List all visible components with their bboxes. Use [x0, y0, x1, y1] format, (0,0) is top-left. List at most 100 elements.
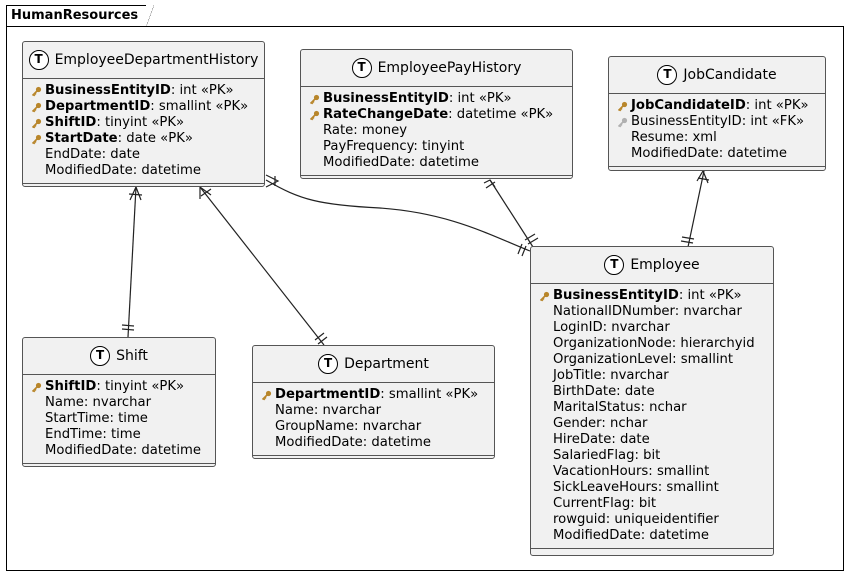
- field-type: : date «PK»: [117, 131, 193, 146]
- field-name: ShiftID: [45, 379, 97, 394]
- table-icon: T: [604, 255, 625, 275]
- field-row: ModifiedDate: datetime: [31, 163, 256, 179]
- onlyone-shift: [121, 324, 135, 331]
- primary-key-icon: [309, 110, 323, 121]
- field-row: SalariedFlag: bit: [539, 448, 765, 464]
- field-type: EndTime: time: [45, 427, 141, 442]
- field-row: JobTitle: nvarchar: [539, 368, 765, 384]
- field-row: ModifiedDate: datetime: [617, 146, 817, 162]
- field-row: ModifiedDate: datetime: [309, 155, 564, 171]
- entity-name: Shift: [116, 348, 148, 364]
- field-type: ModifiedDate: datetime: [45, 163, 201, 178]
- primary-key-icon: [539, 291, 553, 302]
- field-row: StartTime: time: [31, 411, 207, 427]
- field-name: BusinessEntityID: [553, 288, 679, 303]
- field-row: ModifiedDate: datetime: [261, 435, 486, 451]
- entity-name: Employee: [630, 257, 700, 273]
- onlyone-emp-eph: [524, 233, 539, 245]
- field-row: Rate: money: [309, 123, 564, 139]
- package-frame: [6, 26, 844, 571]
- field-row: OrganizationLevel: smallint: [539, 352, 765, 368]
- field-row: MaritalStatus: nchar: [539, 400, 765, 416]
- field-type: PayFrequency: tinyint: [323, 139, 465, 154]
- field-type: : int «PK»: [170, 83, 234, 98]
- field-name: RateChangeDate: [323, 107, 449, 122]
- entity-methods-compartment: [609, 166, 825, 174]
- crowfoot-edh-shift: [128, 185, 143, 201]
- field-row: BusinessEntityID: int «PK»: [31, 83, 256, 99]
- field-type: HireDate: date: [553, 432, 650, 447]
- entity-methods-compartment: [253, 455, 494, 463]
- field-row: BusinessEntityID: int «PK»: [539, 288, 765, 304]
- field-name: DepartmentID: [275, 387, 381, 402]
- field-type: SalariedFlag: bit: [553, 448, 661, 463]
- entity-methods-compartment: [301, 175, 572, 183]
- package-tab: HumanResources: [6, 5, 154, 27]
- table-icon: T: [351, 58, 372, 78]
- field-row: GroupName: nvarchar: [261, 419, 486, 435]
- onlyone-emp-jc: [680, 236, 695, 244]
- primary-key-icon: [31, 86, 45, 97]
- field-type: Name: nvarchar: [45, 395, 152, 410]
- crowfoot-eph-emp: [483, 179, 496, 189]
- entity-fields: BusinessEntityID: int «PK»NationalIDNumb…: [531, 284, 773, 548]
- field-type: : tinyint «PK»: [96, 115, 185, 130]
- entity-name: JobCandidate: [683, 67, 777, 83]
- field-type: : smallint «PK»: [150, 99, 249, 114]
- field-row: BusinessEntityID: int «PK»: [309, 91, 564, 107]
- field-row: ShiftID: tinyint «PK»: [31, 115, 256, 131]
- field-row: ModifiedDate: datetime: [539, 528, 765, 544]
- entity-header: T JobCandidate: [609, 57, 825, 94]
- link-jc-emp: [687, 170, 705, 248]
- primary-key-icon: [31, 118, 45, 129]
- field-type: : datetime «PK»: [448, 107, 554, 122]
- field-row: BirthDate: date: [539, 384, 765, 400]
- field-type: OrganizationLevel: smallint: [553, 352, 734, 367]
- field-type: : int «PK»: [678, 288, 742, 303]
- foreign-key-icon: [617, 117, 631, 128]
- table-icon: T: [28, 50, 49, 70]
- field-row: DepartmentID: smallint «PK»: [261, 387, 486, 403]
- field-type: StartTime: time: [45, 411, 148, 426]
- entity-fields: DepartmentID: smallint «PK»Name: nvarcha…: [253, 383, 494, 455]
- package-name: HumanResources: [11, 8, 139, 23]
- field-type: Resume: xml: [631, 130, 717, 145]
- field-row: Name: nvarchar: [31, 395, 207, 411]
- primary-key-icon: [261, 390, 275, 401]
- field-name: ShiftID: [45, 115, 97, 130]
- field-name: BusinessEntityID: [323, 91, 449, 106]
- field-row: CurrentFlag: bit: [539, 496, 765, 512]
- field-type: LoginID: nvarchar: [553, 320, 670, 335]
- field-row: RateChangeDate: datetime «PK»: [309, 107, 564, 123]
- field-type: MaritalStatus: nchar: [553, 400, 687, 415]
- entity-fields: JobCandidateID: int «PK»BusinessEntityID…: [609, 94, 825, 166]
- table-icon: T: [657, 65, 678, 85]
- field-type: : int «PK»: [745, 98, 809, 113]
- field-type: : int «PK»: [448, 91, 512, 106]
- field-type: Name: nvarchar: [275, 403, 382, 418]
- field-row: EndTime: time: [31, 427, 207, 443]
- field-row: LoginID: nvarchar: [539, 320, 765, 336]
- crowfoot-jc-emp: [696, 169, 710, 184]
- field-row: ModifiedDate: datetime: [31, 443, 207, 459]
- field-type: ModifiedDate: datetime: [553, 528, 709, 543]
- entity-fields: BusinessEntityID: int «PK»DepartmentID: …: [23, 79, 264, 183]
- entity-methods-compartment: [23, 183, 264, 191]
- field-row: Gender: nchar: [539, 416, 765, 432]
- field-row: PayFrequency: tinyint: [309, 139, 564, 155]
- field-name: BusinessEntityID: [45, 83, 171, 98]
- primary-key-icon: [31, 102, 45, 113]
- field-row: SickLeaveHours: smallint: [539, 480, 765, 496]
- crowfoot-edh-emp: [265, 174, 280, 188]
- link-edh-emp: [265, 179, 531, 252]
